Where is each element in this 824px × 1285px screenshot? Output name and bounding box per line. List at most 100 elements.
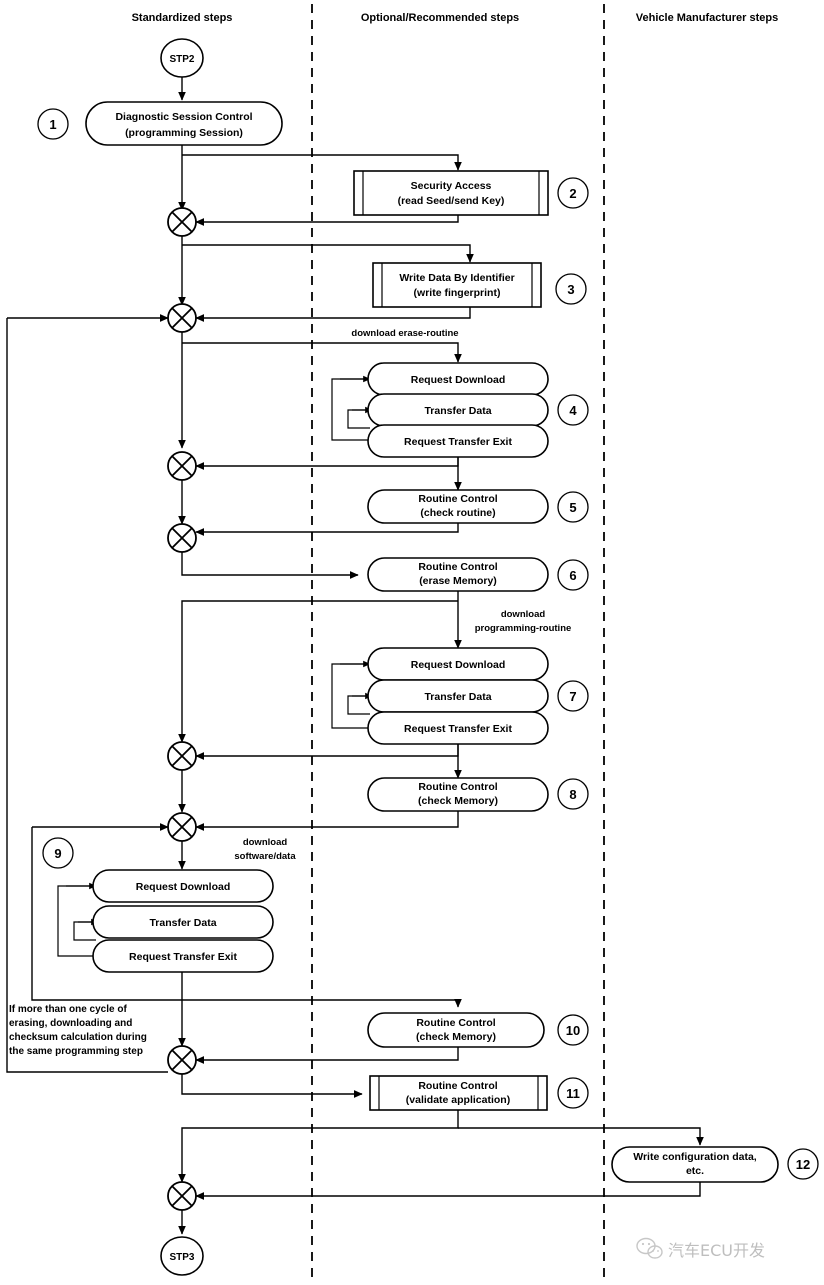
junction-j4 (167, 523, 197, 553)
junction-j6 (167, 812, 197, 842)
j7-cross (171, 1049, 193, 1071)
node-security-access[interactable]: Security Access (read Seed/send Key) (353, 170, 549, 216)
step-8-circle (557, 778, 589, 810)
n1-label-line2: (programming Session) (125, 127, 243, 139)
step-10-number: 10 (566, 1023, 580, 1038)
n6-label-line2: (erase Memory) (419, 575, 497, 587)
step-12-circle (787, 1148, 819, 1180)
node-request-transfer-exit-9[interactable]: Request Transfer Exit (92, 939, 274, 973)
j5-cross (171, 745, 193, 767)
node-transfer-data-4[interactable]: Transfer Data (367, 393, 549, 427)
edge-n1-to-n2 (182, 154, 462, 171)
step-1-number: 1 (49, 117, 56, 132)
n9c-shape (92, 939, 274, 973)
node-routine-control-check-memory-10[interactable]: Routine Control (check Memory) (367, 1012, 545, 1048)
n2-label-line2: (read Seed/send Key) (398, 195, 505, 207)
n5-shape (367, 489, 549, 524)
step-6-number: 6 (569, 568, 576, 583)
step-7-circle (557, 680, 589, 712)
end-terminator-shape (160, 1236, 204, 1276)
j2-cross (171, 307, 193, 329)
step-9-number: 9 (54, 846, 61, 861)
note-line-3: checksum calculation during (9, 1032, 147, 1043)
n9a-label: Request Download (136, 881, 231, 893)
n8-shape (367, 777, 549, 812)
j6-cross (171, 816, 193, 838)
junction-j1 (167, 207, 197, 237)
n4c-shape (367, 424, 549, 458)
wechat-icon-dot-2 (647, 1242, 651, 1246)
n12-shape (611, 1146, 779, 1183)
terminator-end: STP3 (160, 1236, 204, 1276)
edge-n11-to-j8 (178, 1110, 459, 1183)
n9b-shape (92, 905, 274, 939)
n7b-label: Transfer Data (424, 691, 491, 703)
step-number-3: 3 (555, 273, 587, 305)
n5-label-line2: (check routine) (420, 507, 495, 519)
step-8-number: 8 (569, 787, 576, 802)
step-5-circle (557, 491, 589, 523)
lane-title-standardized: Standardized steps (132, 12, 233, 24)
junction-j2 (167, 303, 197, 333)
lane-title-optional: Optional/Recommended steps (361, 12, 519, 24)
edge-n3-to-j2 (195, 307, 471, 322)
note-line-1: If more than one cycle of (9, 1004, 127, 1015)
n7a-label: Request Download (411, 659, 506, 671)
node-request-download-7[interactable]: Request Download (367, 647, 549, 681)
edge-label-programming-routine-line2: programming-routine (475, 623, 572, 634)
node-request-download-4[interactable]: Request Download (367, 362, 549, 396)
connectors (6, 76, 704, 1235)
n3-shape (372, 262, 542, 308)
node-routine-control-validate-application[interactable]: Routine Control (validate application) (369, 1075, 548, 1111)
step-number-9: 9 (42, 837, 74, 869)
step-6-circle (557, 559, 589, 591)
junction-j5 (167, 741, 197, 771)
node-transfer-data-9[interactable]: Transfer Data (92, 905, 274, 939)
n10-shape (367, 1012, 545, 1048)
step-number-5: 5 (557, 491, 589, 523)
n1-shape (85, 101, 283, 146)
node-routine-control-erase-memory[interactable]: Routine Control (erase Memory) (367, 557, 549, 592)
node-routine-control-check-routine[interactable]: Routine Control (check routine) (367, 489, 549, 524)
j8-cross (171, 1185, 193, 1207)
note-line-2: erasing, downloading and (9, 1018, 132, 1029)
node-routine-control-check-memory-8[interactable]: Routine Control (check Memory) (367, 777, 549, 812)
watermark: 汽车ECU开发 (636, 1237, 765, 1260)
node-request-transfer-exit-4[interactable]: Request Transfer Exit (367, 424, 549, 458)
node-write-data-by-identifier[interactable]: Write Data By Identifier (write fingerpr… (372, 262, 542, 308)
n12-label-line1: Write configuration data, (633, 1151, 757, 1163)
step-3-circle (555, 273, 587, 305)
node-transfer-data-7[interactable]: Transfer Data (367, 679, 549, 713)
edge-n11-to-n12 (458, 1127, 704, 1146)
n9b-label: Transfer Data (149, 917, 216, 929)
step-number-12: 12 (787, 1148, 819, 1180)
j1-cross (171, 211, 193, 233)
n10-label-line2: (check Memory) (416, 1031, 496, 1043)
node-diagnostic-session-control[interactable]: Diagnostic Session Control (programming … (85, 101, 283, 146)
n4b-label: Transfer Data (424, 405, 491, 417)
n4a-label: Request Download (411, 374, 506, 386)
n2-shape (353, 170, 549, 216)
n9a-shape (92, 869, 274, 903)
n11-shape (369, 1075, 548, 1111)
step-10-circle (557, 1014, 589, 1046)
step-number-6: 6 (557, 559, 589, 591)
j3-cross (171, 455, 193, 477)
edge-label-download-erase-routine: download erase-routine (351, 328, 458, 339)
n6-label-line1: Routine Control (418, 561, 497, 573)
edge-j2-to-n4a (182, 342, 462, 363)
step-9-circle (42, 837, 74, 869)
node-request-download-9[interactable]: Request Download (92, 869, 274, 903)
note-more-than-one-cycle: If more than one cycle of erasing, downl… (9, 1004, 147, 1057)
junction-j7 (167, 1045, 197, 1075)
node-request-transfer-exit-7[interactable]: Request Transfer Exit (367, 711, 549, 745)
watermark-text: 汽车ECU开发 (668, 1241, 765, 1260)
step-number-11: 11 (557, 1077, 589, 1109)
edge-j7-to-n11 (181, 1074, 363, 1098)
step-3-number: 3 (567, 282, 574, 297)
n2-label-line1: Security Access (411, 180, 492, 192)
step-7-number: 7 (569, 689, 576, 704)
edge-group9-frame-to-n10 (31, 827, 462, 1008)
node-write-configuration-data[interactable]: Write configuration data, etc. (611, 1146, 779, 1183)
edge-n12-to-j8 (195, 1182, 701, 1200)
